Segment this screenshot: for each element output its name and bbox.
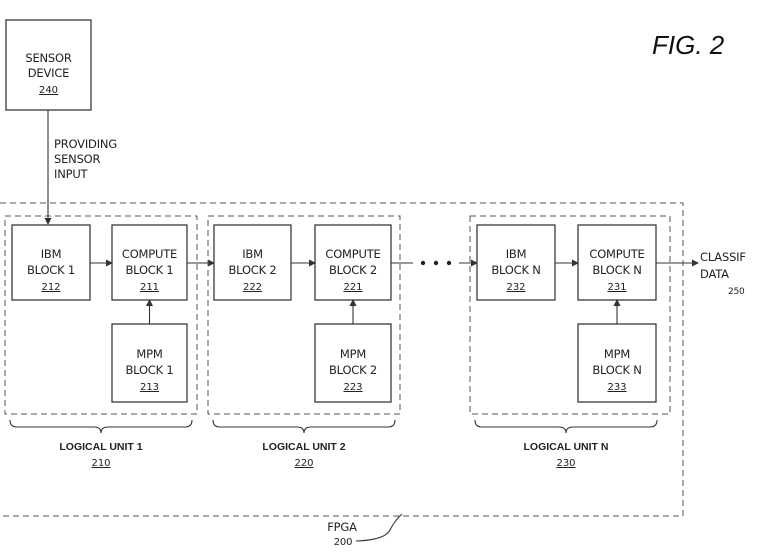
ibm-block-n-line2: BLOCK N <box>491 263 540 277</box>
input-label-line3: INPUT <box>54 167 89 181</box>
logical-unit-1-label: LOGICAL UNIT 1 <box>59 441 142 453</box>
output-ref: 250 <box>728 287 745 297</box>
logical-unit-n-brace <box>474 419 658 434</box>
mpm-block-n-ref: 233 <box>607 382 626 393</box>
mpm-block-2-line2: BLOCK 2 <box>329 363 377 377</box>
logical-unit-2-label: LOGICAL UNIT 2 <box>262 441 345 453</box>
ibm-block-n-ref: 232 <box>506 282 525 293</box>
sensor-ref: 240 <box>39 85 58 96</box>
ellipsis-dot-2 <box>433 260 439 266</box>
sensor-line2: DEVICE <box>28 66 69 80</box>
logical-unit-1-ref: 210 <box>91 458 110 469</box>
ibm-block-2-ref: 222 <box>243 282 262 293</box>
compute-block-n-line2: BLOCK N <box>592 263 641 277</box>
logical-unit-n-ref: 230 <box>556 458 575 469</box>
logical-unit-2-ref: 220 <box>294 458 313 469</box>
output-line1: CLASSIF <box>700 250 746 264</box>
compute-block-n: COMPUTE BLOCK N 231 <box>577 224 657 301</box>
logical-unit-1: IBM BLOCK 1 212 COMPUTE BLOCK 1 211 MPM … <box>4 215 198 469</box>
fpga-label: FPGA <box>327 520 357 534</box>
compute-block-2: COMPUTE BLOCK 2 221 <box>314 224 392 301</box>
fpga-leader-line <box>355 513 403 542</box>
output-line2: DATA <box>700 267 729 281</box>
input-label-line2: SENSOR <box>54 152 101 166</box>
mpm-block-1: MPM BLOCK 1 213 <box>111 323 188 403</box>
mpm-block-n-line2: BLOCK N <box>592 363 641 377</box>
ibm-block-1-line1: IBM <box>41 247 62 261</box>
mpm-block-n-line1: MPM <box>604 347 630 361</box>
mpm-block-1-line1: MPM <box>136 347 162 361</box>
compute-block-n-line1: COMPUTE <box>589 247 644 261</box>
ellipsis-dot-3 <box>446 260 452 266</box>
mpm-block-2-ref: 223 <box>343 382 362 393</box>
ibm-block-2: IBM BLOCK 2 222 <box>213 224 292 301</box>
ellipsis-dot-1 <box>420 260 426 266</box>
logical-unit-1-brace <box>9 419 193 434</box>
ibm-block-1-line2: BLOCK 1 <box>27 263 75 277</box>
mpm-block-n: MPM BLOCK N 233 <box>577 323 657 403</box>
ibm-block-n: IBM BLOCK N 232 <box>476 224 556 301</box>
ibm-block-2-line2: BLOCK 2 <box>228 263 276 277</box>
ibm-block-1: IBM BLOCK 1 212 <box>11 224 91 301</box>
compute-block-1-line2: BLOCK 1 <box>125 263 173 277</box>
ibm-block-1-ref: 212 <box>41 282 60 293</box>
sensor-line1: SENSOR <box>25 51 72 65</box>
logical-unit-n-boundary <box>469 215 671 415</box>
compute-block-2-ref: 221 <box>343 282 362 293</box>
fpga-boundary <box>0 202 684 517</box>
logical-unit-2-brace <box>212 419 396 434</box>
input-label-line1: PROVIDING <box>54 137 117 151</box>
logical-unit-n: IBM BLOCK N 232 COMPUTE BLOCK N 231 MPM … <box>469 215 671 469</box>
mpm-block-1-line2: BLOCK 1 <box>125 363 173 377</box>
mpm-block-2: MPM BLOCK 2 223 <box>314 323 392 403</box>
logical-unit-2-boundary <box>207 215 401 415</box>
sensor-device-block: SENSOR DEVICE 240 <box>5 19 92 111</box>
compute-block-2-line1: COMPUTE <box>325 247 380 261</box>
ibm-block-n-line1: IBM <box>506 247 527 261</box>
logical-unit-n-label: LOGICAL UNIT N <box>524 441 609 453</box>
compute-block-1: COMPUTE BLOCK 1 211 <box>111 224 188 301</box>
mpm-block-1-ref: 213 <box>140 382 159 393</box>
logical-unit-2: IBM BLOCK 2 222 COMPUTE BLOCK 2 221 MPM … <box>207 215 401 469</box>
figure-label: FIG. 2 <box>652 30 725 60</box>
compute-block-2-line2: BLOCK 2 <box>329 263 377 277</box>
compute-block-1-line1: COMPUTE <box>122 247 177 261</box>
logical-unit-1-boundary <box>4 215 198 415</box>
compute-block-n-ref: 231 <box>607 282 626 293</box>
compute-block-1-ref: 211 <box>140 282 159 293</box>
mpm-block-2-line1: MPM <box>340 347 366 361</box>
ibm-block-2-line1: IBM <box>242 247 263 261</box>
fpga-ref: 200 <box>334 537 353 548</box>
